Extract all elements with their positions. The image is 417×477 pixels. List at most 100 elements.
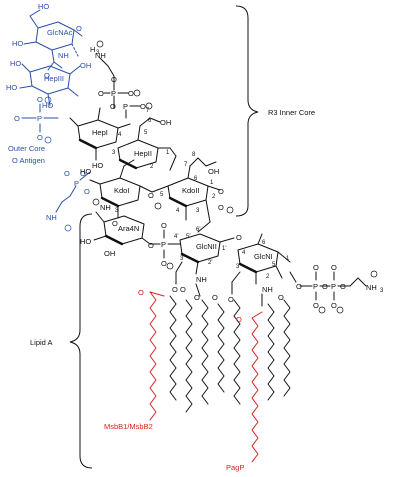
kdo2-num-1: 1 (210, 180, 214, 186)
glcn2-num-5p: 5' (186, 234, 190, 240)
glcn2-num-4p: 4' (174, 234, 178, 240)
glcnac-ho-left: HO (12, 39, 23, 48)
blue-phosphate-o2: O (37, 95, 43, 104)
chain-o-d: O (278, 293, 284, 302)
chain-o-a: O (180, 285, 186, 294)
blue-phosphate-p: P (37, 114, 42, 123)
kdo1-o: O (112, 219, 118, 228)
glcn2-num-3p: 3' (180, 256, 184, 262)
pe-blue-p: P (74, 179, 79, 188)
ara4n-oh: OH (104, 249, 115, 258)
chain-2 (169, 295, 177, 401)
hep1-label: HepI (92, 128, 108, 137)
pe-blue-o2: O (80, 169, 86, 178)
glcn1-num-5: 5 (272, 262, 276, 268)
glcn1-num-2: 2 (266, 274, 270, 280)
hep1-phos-p: P (123, 102, 128, 111)
glcn2-nh: NH (196, 275, 207, 284)
kdo2-o1: O (218, 187, 224, 196)
acyl-o1: O (172, 285, 178, 294)
glcn1-nh: NH (262, 285, 273, 294)
kdo2-num-4: 4 (176, 208, 180, 214)
pagp-label: PagP (226, 463, 244, 472)
outer-core-group: HO HO GlcNAc NH O O HO HO HepIII OH HO P… (6, 2, 91, 232)
chain-4 (201, 299, 209, 405)
hep1-phos-o2: O (140, 102, 146, 111)
hep3-ho-bottom: HO (42, 101, 53, 110)
ara4n-ho: HO (80, 237, 91, 246)
msbb-o: O (138, 288, 144, 297)
glcnac-o: O (44, 71, 50, 80)
hep3-ho-top: HO (10, 59, 21, 68)
hep2-num-1: 1 (166, 150, 170, 156)
r3-brace (235, 5, 259, 217)
blue-phosphate-o3: O (37, 133, 43, 142)
kdo2-num-8: 8 (192, 152, 196, 158)
pp-p2: P (331, 282, 336, 291)
pp-o7: O (331, 301, 337, 310)
pe-blue-o1: O (64, 169, 70, 178)
ethanolamine-n: NH (95, 51, 106, 60)
hep3-label: HepIII (44, 74, 64, 83)
ara4n-sub3: 3 (115, 208, 119, 214)
glcn-link-o: O (236, 233, 242, 242)
pagp-chain (251, 317, 259, 463)
lipid-phos1-o3: O (161, 259, 167, 268)
pp-p1: P (313, 282, 318, 291)
glcn1-num-4: 4 (242, 250, 246, 256)
o-antigen-label: O Antigen (12, 156, 45, 165)
hep1-phos-o1: O (110, 102, 116, 111)
lipid-a-group: Ara4N NH 3 HO OH P O O O GlcNII 6' 5' 4'… (80, 198, 384, 472)
kdo2-label: KdoII (182, 186, 200, 195)
hep2-oh: OH (160, 118, 171, 127)
chain-8 (267, 303, 275, 401)
glcnac-nh: NH (58, 51, 69, 60)
chain-6 (233, 299, 241, 405)
pe-top-p: P (111, 89, 116, 98)
lipid-phos1-o2: O (161, 221, 167, 230)
lipid-phos1-p: P (161, 240, 166, 249)
kdo2-num-5: 5 (160, 192, 164, 198)
pp-o5: O (331, 263, 337, 272)
kdo1-ho: HO (80, 167, 91, 176)
hep2-num-4: 4 (118, 132, 122, 138)
glcn2-num-6p: 6' (196, 227, 200, 233)
hep2-num-2: 2 (150, 164, 154, 170)
glcn1-num-6: 6 (262, 240, 266, 246)
pe-blue-o3: O (84, 187, 90, 196)
kdo2-num-7: 7 (184, 162, 188, 168)
glcn2-num-1p: 1' (222, 246, 226, 252)
pagp-o: O (236, 315, 242, 324)
glcn1-num-1: 1 (286, 256, 290, 262)
inner-core-group: HepI HO H NH 3 P O O O P O O HepII 4 5 (69, 40, 234, 233)
r3-inner-core-label: R3 Inner Core (268, 108, 315, 117)
msbb-chain (149, 291, 157, 421)
kdo2-num-3: 3 (196, 208, 200, 214)
pe-top-o2: O (128, 89, 134, 98)
hep2-label: HepII (134, 149, 152, 158)
glcn1-num-3: 3 (236, 264, 240, 270)
pp-o3: O (340, 282, 346, 291)
ethanolamine-sub3: 3 (96, 50, 100, 56)
chain-9 (283, 299, 291, 397)
blue-phosphate-o1: O (14, 114, 20, 123)
kdo2-o2: O (218, 203, 224, 212)
lipid-a-label: Lipid A (30, 338, 53, 347)
pp-o4: O (313, 263, 319, 272)
ethanolamine-h: H (90, 45, 95, 54)
pp-o1: O (296, 282, 302, 291)
glcnac-label: GlcNAc (47, 28, 73, 37)
kdo1-o-ring: O (148, 191, 154, 200)
lipid-phos1-o1: O (148, 241, 154, 250)
lipid-a-brace (69, 213, 93, 469)
pp-sub3: 3 (380, 288, 384, 294)
hep3-oh: OH (80, 61, 91, 70)
ara4n-nh3: NH (100, 203, 111, 212)
acyl-o2: O (228, 295, 234, 304)
glcn2-num-2p: 2' (208, 260, 212, 266)
kdo2-num-2: 2 (212, 194, 216, 200)
pe-top-o1: O (98, 89, 104, 98)
hep2-num-7: 7 (146, 108, 150, 114)
